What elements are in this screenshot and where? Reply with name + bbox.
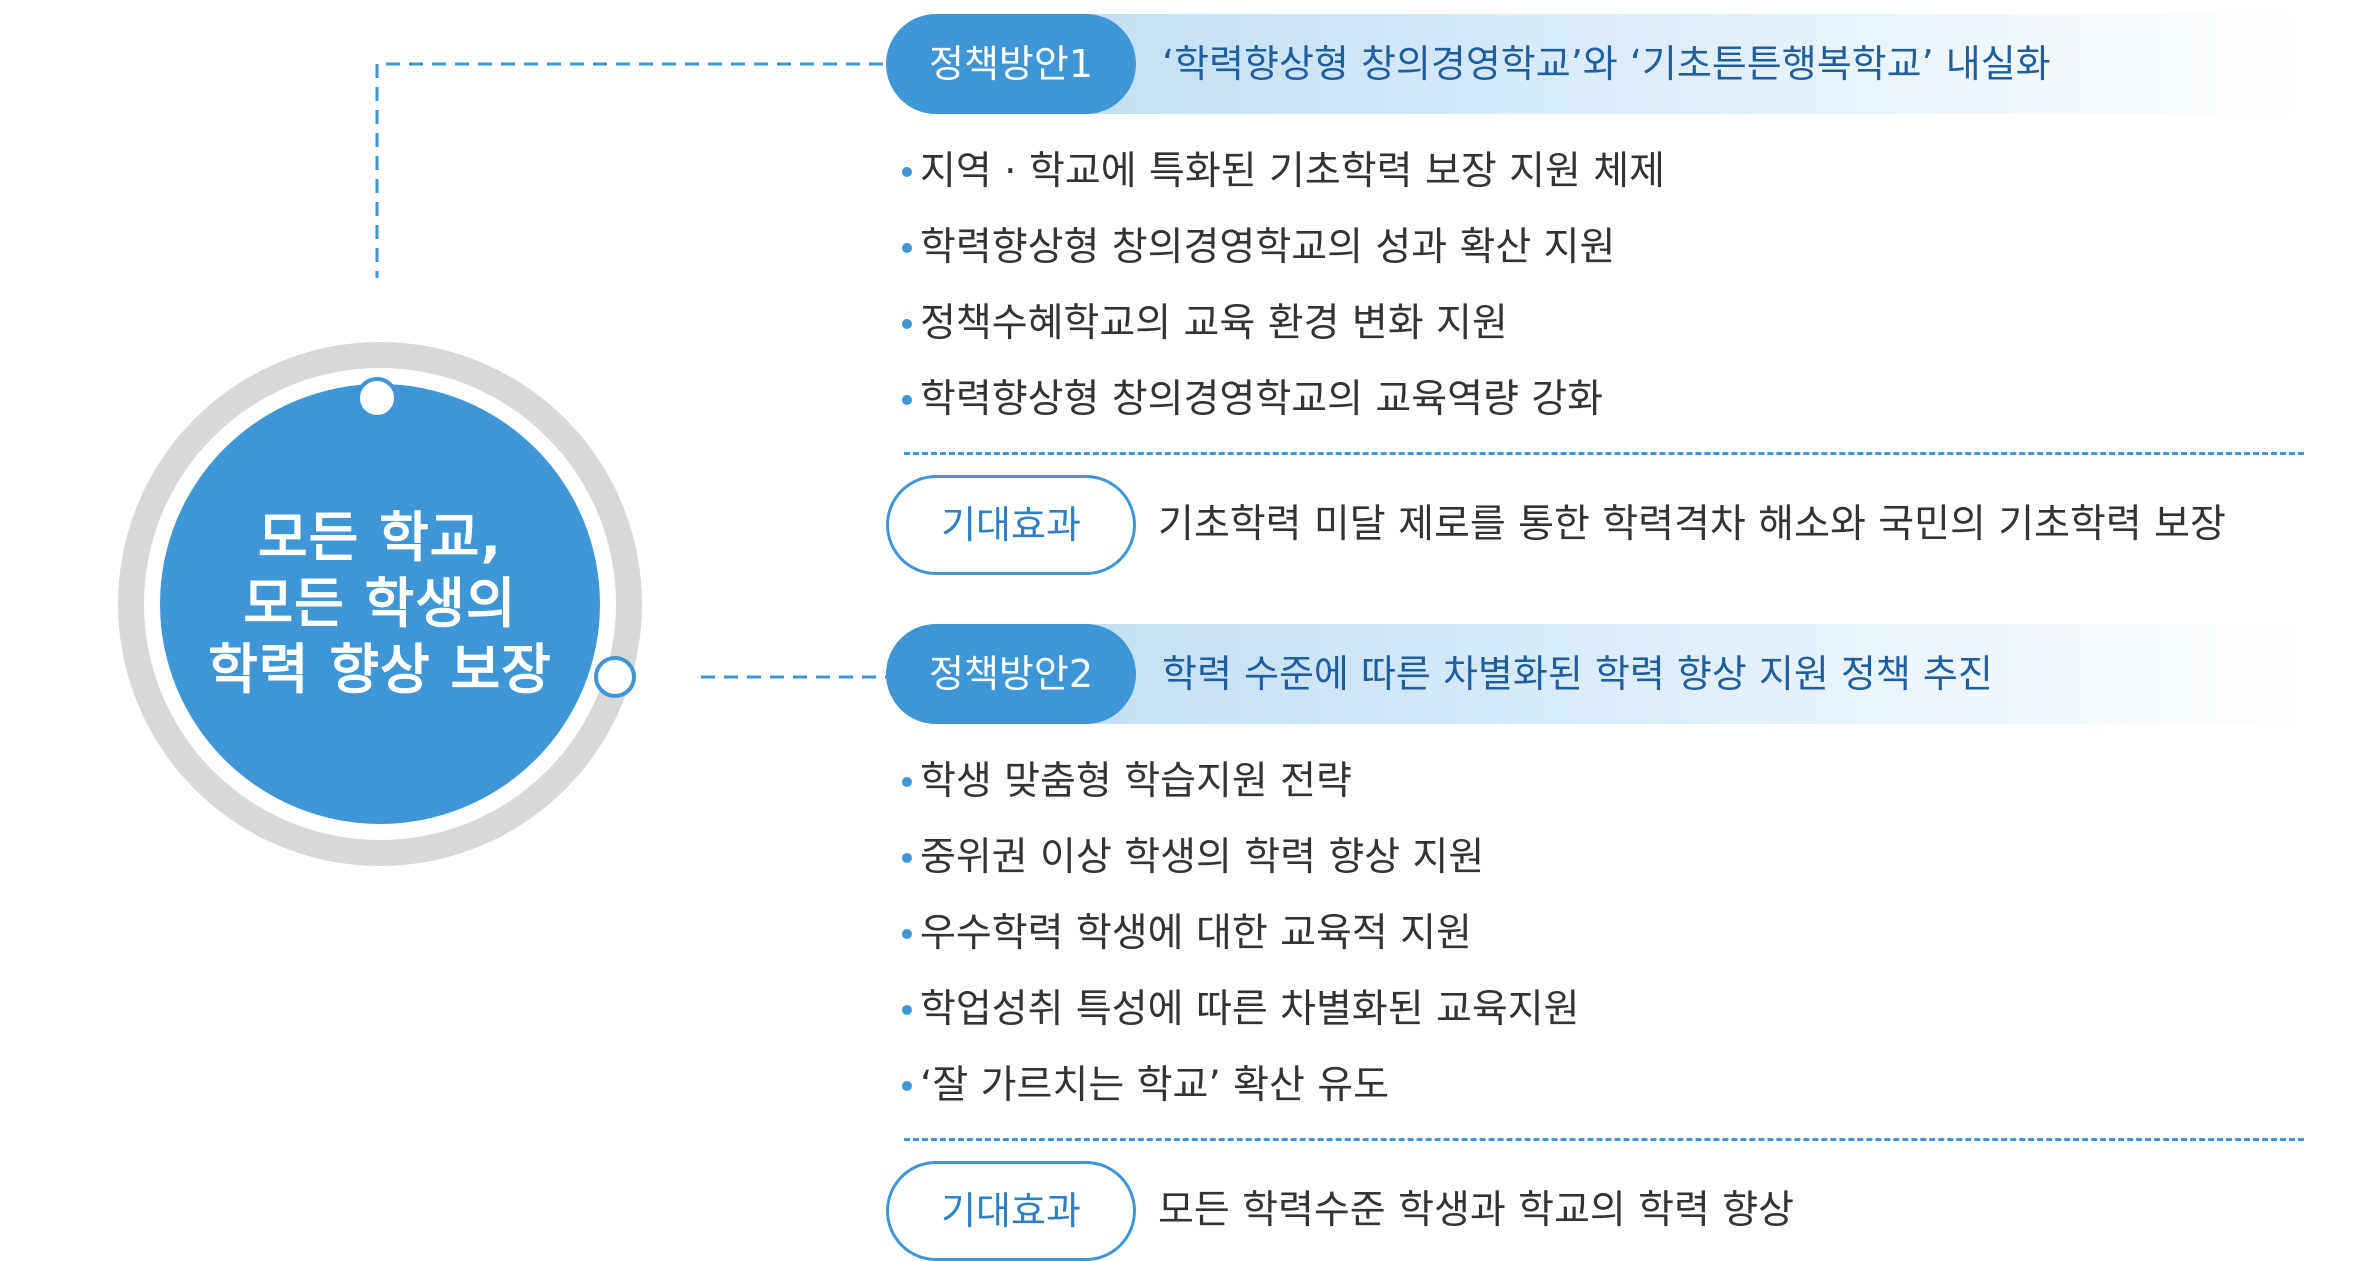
bullet-dot-icon <box>902 319 912 329</box>
expected-effect-label: 기대효과 <box>886 1161 1136 1261</box>
policy-item: ‘잘 가르치는 학교’ 확산 유도 <box>886 1048 2306 1124</box>
policy-item-text: ‘잘 가르치는 학교’ 확산 유도 <box>920 1063 1390 1108</box>
policy-item: 중위권 이상 학생의 학력 향상 지원 <box>886 820 2306 896</box>
policy-section-2: 정책방안2 학력 수준에 따른 차별화된 학력 향상 지원 정책 추진 학생 맞… <box>886 624 2306 1261</box>
bullet-dot-icon <box>902 777 912 787</box>
expected-effect-text: 기초학력 미달 제로를 통한 학력격차 해소와 국민의 기초학력 보장 <box>1158 502 2226 547</box>
policy-item: 우수학력 학생에 대한 교육적 지원 <box>886 896 2306 972</box>
expected-effect-row: 기대효과 모든 학력수준 학생과 학교의 학력 향상 <box>886 1161 2306 1261</box>
bullet-dot-icon <box>902 167 912 177</box>
policy-item: 정책수혜학교의 교육 환경 변화 지원 <box>886 286 2306 362</box>
policy-label-pill: 정책방안1 <box>886 14 1136 114</box>
dashed-divider <box>904 1138 2304 1141</box>
policy-item: 지역 · 학교에 특화된 기초학력 보장 지원 체제 <box>886 134 2306 210</box>
policy-item-text: 학생 맞춤형 학습지원 전략 <box>920 759 1352 804</box>
policy-item: 학력향상형 창의경영학교의 교육역량 강화 <box>886 362 2306 438</box>
connector-policy-1 <box>375 62 888 377</box>
policy-item: 학업성취 특성에 따른 차별화된 교육지원 <box>886 972 2306 1048</box>
bullet-dot-icon <box>902 929 912 939</box>
policy-section-1: 정책방안1 ‘학력향상형 창의경영학교’와 ‘기초튼튼행복학교’ 내실화 지역 … <box>886 14 2306 575</box>
policy-item-text: 정책수혜학교의 교육 환경 변화 지원 <box>920 301 1508 346</box>
policy-label-pill: 정책방안2 <box>886 624 1136 724</box>
policy-title: ‘학력향상형 창의경영학교’와 ‘기초튼튼행복학교’ 내실화 <box>1162 42 2051 86</box>
bullet-dot-icon <box>902 1081 912 1091</box>
expected-effect-label: 기대효과 <box>886 475 1136 575</box>
policy-item-text: 학업성취 특성에 따른 차별화된 교육지원 <box>920 987 1580 1032</box>
hub-title: 모든 학교, 모든 학생의 학력 향상 보장 <box>208 506 552 701</box>
policy-item-text: 학력향상형 창의경영학교의 성과 확산 지원 <box>920 225 1616 270</box>
policy-header-bar: 정책방안1 ‘학력향상형 창의경영학교’와 ‘기초튼튼행복학교’ 내실화 <box>886 14 2306 114</box>
hub-core-circle: 모든 학교, 모든 학생의 학력 향상 보장 <box>160 384 600 824</box>
bullet-dot-icon <box>902 395 912 405</box>
policy-item: 학생 맞춤형 학습지원 전략 <box>886 744 2306 820</box>
policy-title: 학력 수준에 따른 차별화된 학력 향상 지원 정책 추진 <box>1162 652 1993 696</box>
policy-header-bar: 정책방안2 학력 수준에 따른 차별화된 학력 향상 지원 정책 추진 <box>886 624 2306 724</box>
policy-item-text: 지역 · 학교에 특화된 기초학력 보장 지원 체제 <box>920 149 1666 194</box>
bullet-dot-icon <box>902 1005 912 1015</box>
policy-item-text: 우수학력 학생에 대한 교육적 지원 <box>920 911 1472 956</box>
bullet-dot-icon <box>902 853 912 863</box>
bullet-dot-icon <box>902 243 912 253</box>
connector-node-policy-2 <box>594 656 636 698</box>
policy-item-text: 학력향상형 창의경영학교의 교육역량 강화 <box>920 377 1604 422</box>
dashed-divider <box>904 452 2304 455</box>
expected-effect-text: 모든 학력수준 학생과 학교의 학력 향상 <box>1158 1188 1795 1233</box>
policy-item-list: 학생 맞춤형 학습지원 전략 중위권 이상 학생의 학력 향상 지원 우수학력 … <box>886 744 2306 1124</box>
expected-effect-row: 기대효과 기초학력 미달 제로를 통한 학력격차 해소와 국민의 기초학력 보장 <box>886 475 2306 575</box>
policy-item: 학력향상형 창의경영학교의 성과 확산 지원 <box>886 210 2306 286</box>
policy-item-list: 지역 · 학교에 특화된 기초학력 보장 지원 체제 학력향상형 창의경영학교의… <box>886 134 2306 438</box>
connector-node-policy-1 <box>356 377 398 419</box>
policy-item-text: 중위권 이상 학생의 학력 향상 지원 <box>920 835 1485 880</box>
